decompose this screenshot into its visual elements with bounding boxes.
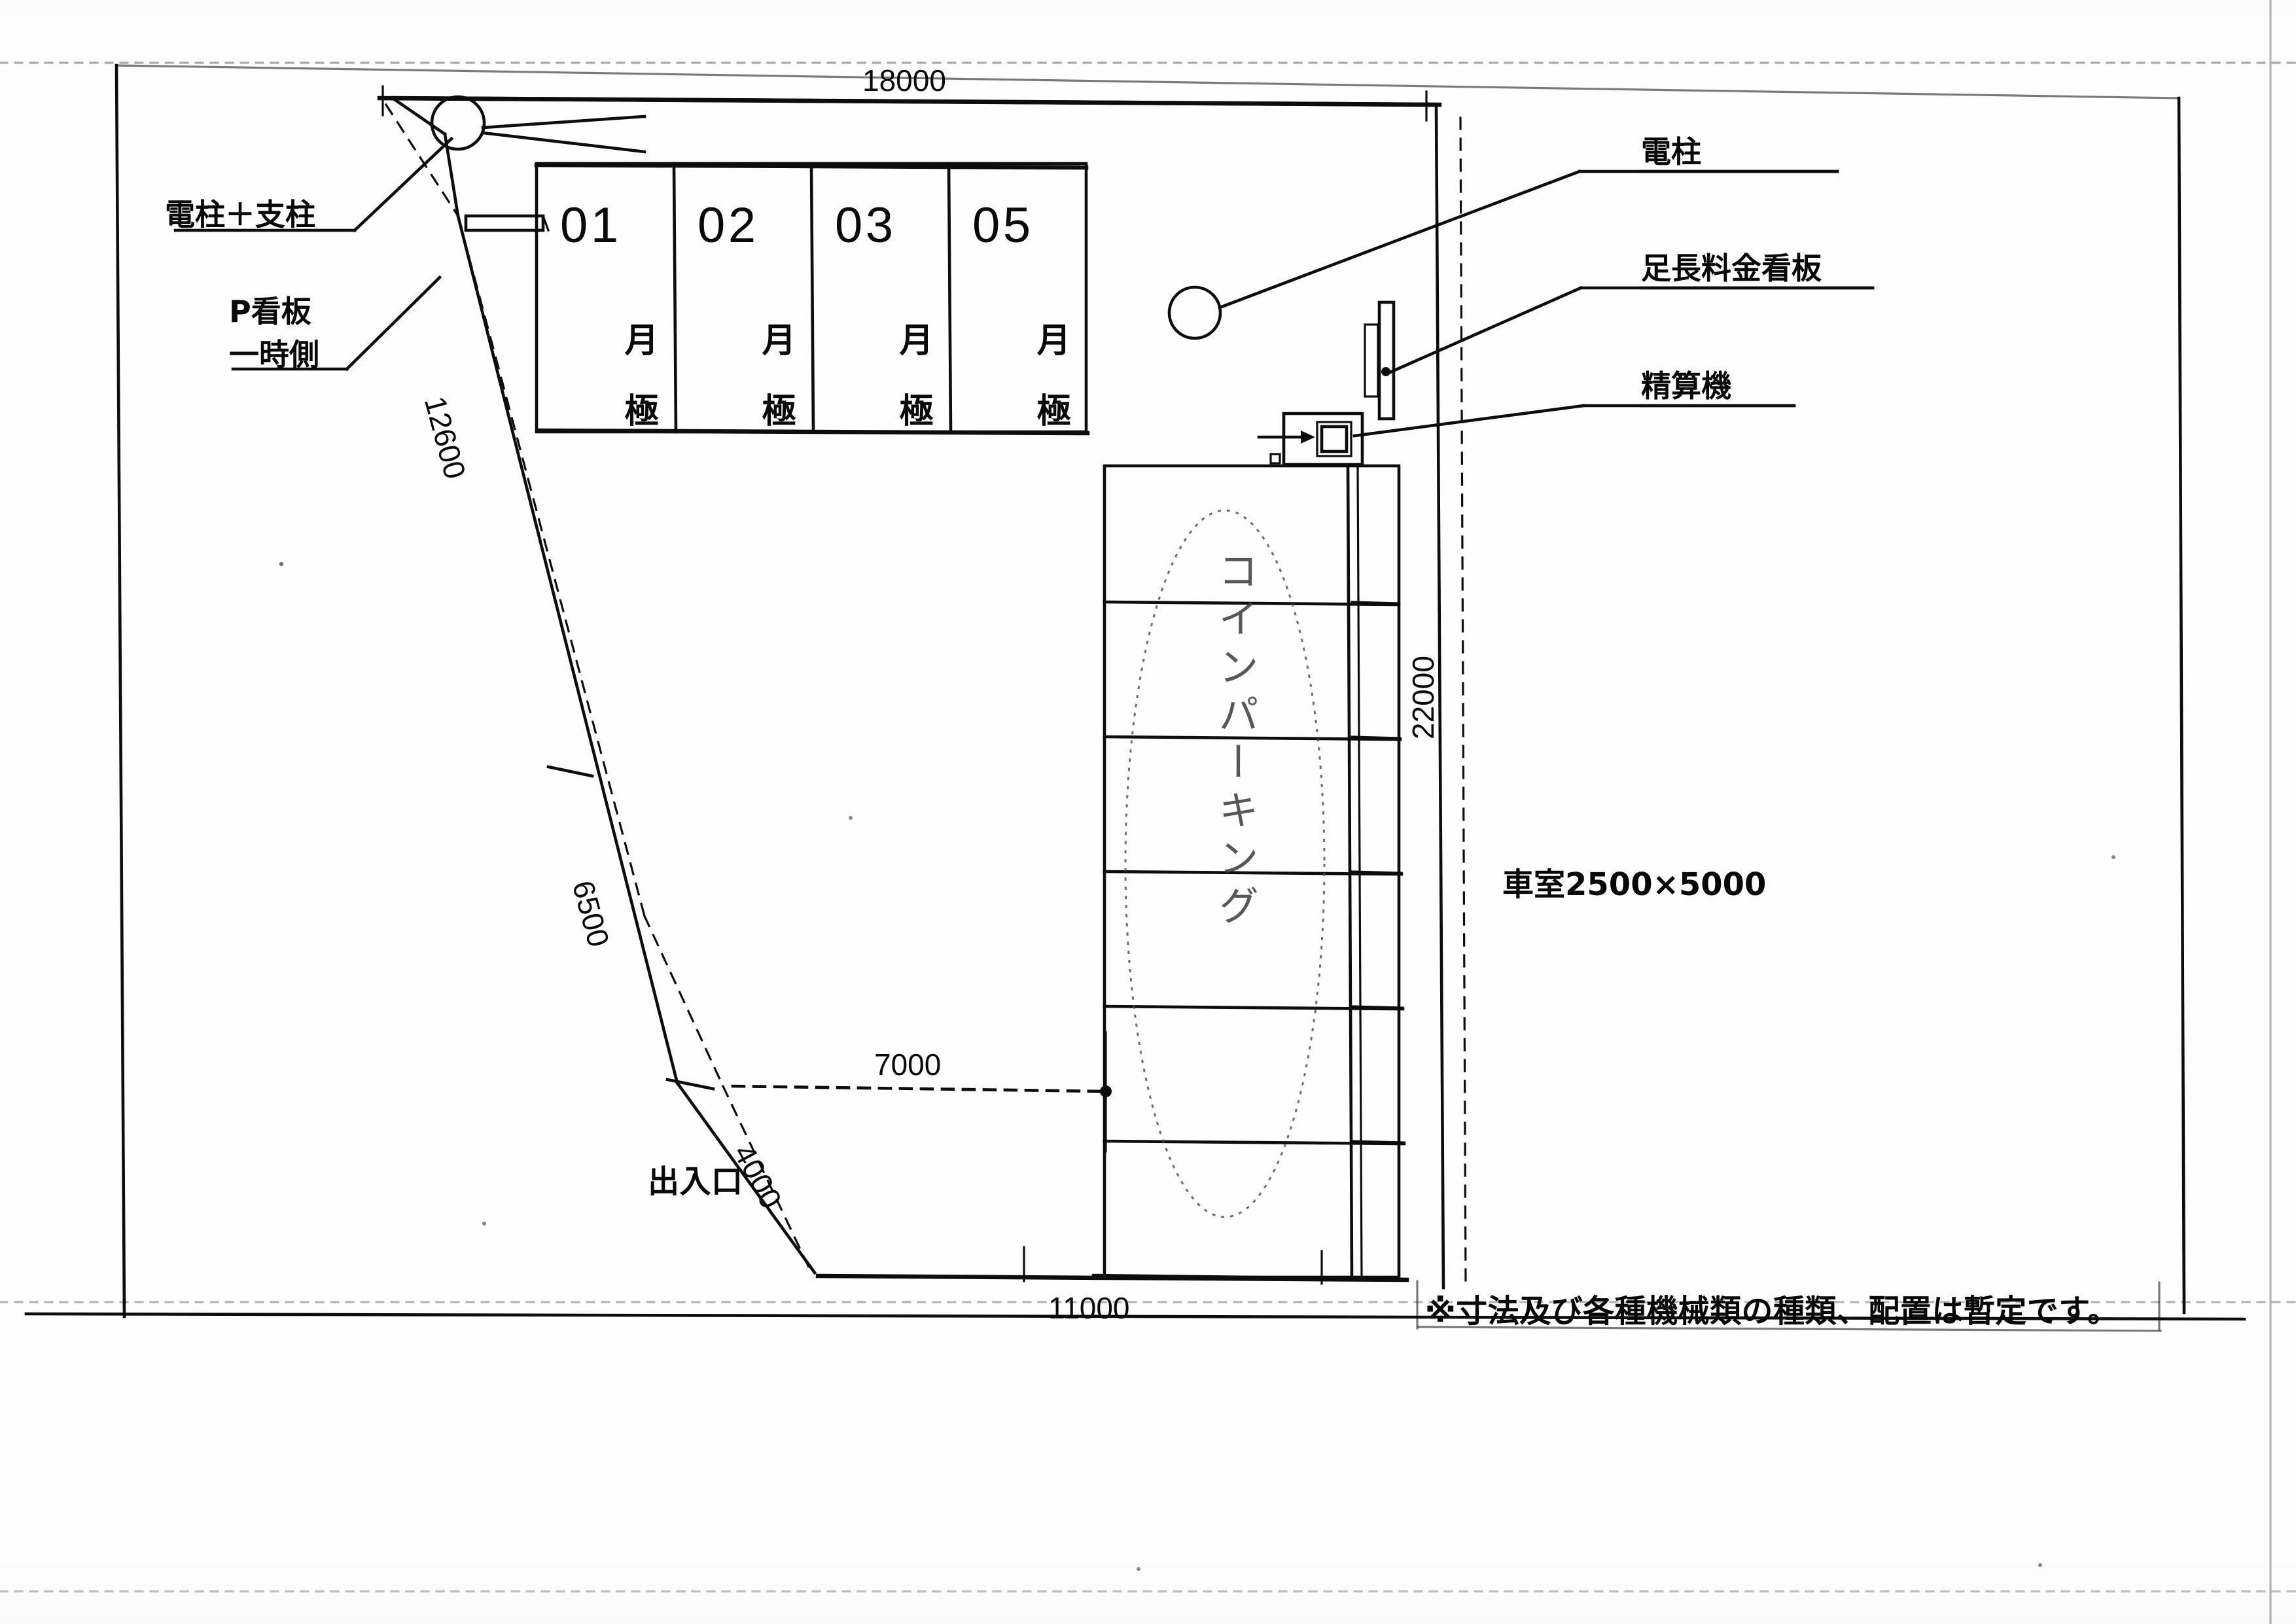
stall-kind-02: 月 極 [713,288,796,465]
stall-kind-02-line2: 極 [762,392,797,432]
callout-pole-with-brace-label: 電柱＋支柱 [165,197,315,232]
stall-kind-05-line2: 極 [1036,392,1072,432]
note-provisional: ※寸法及び各種機械類の種類、配置は暫定です。 [1425,1293,2119,1330]
callout-parking-sign-line2: 一時側 [229,337,319,372]
stall-number-05: 05 [972,198,1034,253]
stall-kind-01-line2: 極 [624,392,660,432]
callout-parking-sign: P看板 一時側 [229,288,319,374]
callout-fee-sign-label: 足長料金看板 [1641,251,1822,286]
stall-number-03: 03 [835,198,896,253]
callout-parking-sign-line1: P看板 [229,294,311,329]
stall-number-02: 02 [698,198,759,253]
stall-kind-02-line1: 月 [762,321,797,361]
stall-kind-05: 月 極 [988,288,1071,465]
stall-kind-01-line1: 月 [624,321,660,361]
callout-payment-machine: 精算機 [1641,362,1731,406]
dimension-mid-offset: 7000 [874,1048,942,1082]
stall-kind-03: 月 極 [851,288,934,465]
label-entrance: 出入口 [648,1163,743,1200]
dimension-top-width: 18000 [862,63,946,97]
callout-utility-pole: 電柱 [1641,128,1701,171]
stall-kind-01: 月 極 [576,288,659,465]
callout-fee-sign: 足長料金看板 [1641,245,1822,288]
callout-payment-machine-label: 精算機 [1641,368,1731,404]
dimension-bottom-width: 11000 [1048,1291,1130,1325]
label-stall-size: 車室2500×5000 [1502,866,1767,903]
handwriting-coin-parking: コインパーキング [1211,550,1259,933]
dimension-east-depth: 22000 [1406,656,1440,739]
stall-number-01: 01 [560,198,622,253]
stall-kind-03-line1: 月 [899,321,934,361]
callout-utility-pole-label: 電柱 [1641,134,1701,169]
stall-kind-03-line2: 極 [899,392,934,432]
callout-pole-with-brace: 電柱＋支柱 [165,191,315,234]
stall-kind-05-line1: 月 [1036,321,1072,361]
